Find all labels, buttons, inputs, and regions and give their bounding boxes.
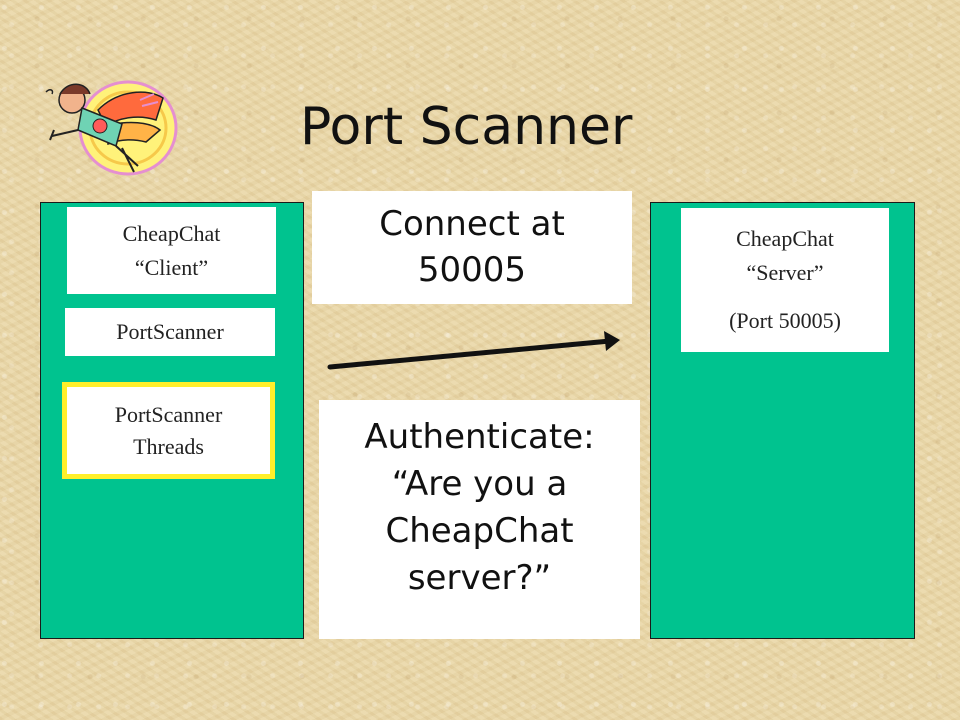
portscanner-label: PortScanner xyxy=(116,319,224,344)
authenticate-callout: Authenticate: “Are you a CheapChat serve… xyxy=(319,400,640,639)
portscanner-threads-box: PortScanner Threads xyxy=(62,382,275,479)
connect-callout: Connect at 50005 xyxy=(312,191,632,304)
cheapchat-server-box: CheapChat “Server” (Port 50005) xyxy=(681,208,889,352)
client-box-line1: CheapChat xyxy=(122,220,221,246)
threads-box-line1: PortScanner xyxy=(114,401,223,427)
connect-line1: Connect at xyxy=(379,204,565,244)
flying-superhero-clipart-icon xyxy=(45,80,178,176)
cheapchat-client-box: CheapChat “Client” xyxy=(67,207,276,294)
auth-line1: Authenticate: xyxy=(364,417,595,457)
server-box-line2: “Server” xyxy=(746,260,824,285)
server-port-label: (Port 50005) xyxy=(729,308,841,333)
server-box-line1: CheapChat xyxy=(736,226,834,251)
auth-line2: “Are you a xyxy=(391,464,568,504)
slide-title: Port Scanner xyxy=(300,97,633,157)
auth-line4: server?” xyxy=(407,558,552,598)
connection-arrow-icon xyxy=(327,331,620,370)
threads-box-line2: Threads xyxy=(133,433,204,459)
auth-line3: CheapChat xyxy=(385,511,574,551)
portscanner-box: PortScanner xyxy=(65,308,275,356)
connect-port: 50005 xyxy=(417,250,527,290)
client-box-line2: “Client” xyxy=(134,254,209,280)
